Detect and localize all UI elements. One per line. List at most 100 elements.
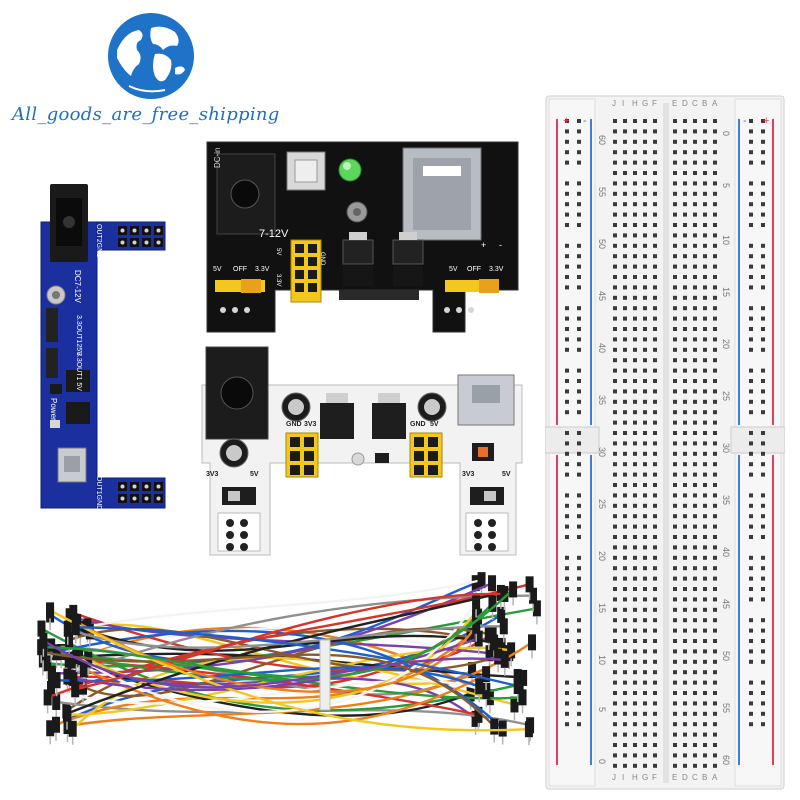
row-number: 10 xyxy=(597,655,607,666)
rail-hole xyxy=(749,618,753,623)
breadboard-hole xyxy=(713,535,717,539)
breadboard-hole xyxy=(613,503,617,508)
rail-hole xyxy=(761,701,765,706)
breadboard-hole xyxy=(613,327,617,331)
breadboard-hole xyxy=(693,670,697,675)
breadboard-hole xyxy=(633,732,637,737)
wire-connector xyxy=(43,655,52,672)
breadboard-hole xyxy=(623,358,627,363)
breadboard-hole xyxy=(623,129,627,134)
breadboard-hole xyxy=(613,462,617,467)
breadboard-hole xyxy=(683,181,687,186)
breadboard-hole xyxy=(643,139,647,144)
breadboard-hole xyxy=(673,649,677,654)
breadboard-hole xyxy=(703,670,707,675)
rail-minus-left-top: - xyxy=(583,115,587,127)
rail-hole xyxy=(565,264,569,269)
breadboard-hole xyxy=(673,597,677,602)
rail-hole xyxy=(749,129,753,134)
row-number: 25 xyxy=(721,391,731,402)
breadboard-hole xyxy=(643,119,647,123)
v5-right-label: 5V xyxy=(430,421,439,428)
breadboard-hole xyxy=(653,555,657,560)
rail-hole xyxy=(577,139,581,144)
breadboard-hole xyxy=(623,150,627,155)
breadboard-hole xyxy=(673,483,677,487)
breadboard-hole xyxy=(683,243,687,248)
breadboard-hole xyxy=(633,607,637,612)
breadboard-hole xyxy=(643,743,647,747)
breadboard-hole xyxy=(683,379,687,383)
breadboard-hole xyxy=(693,618,697,623)
breadboard-hole xyxy=(713,659,717,664)
wire-connector xyxy=(525,576,534,593)
breadboard-hole xyxy=(613,119,617,123)
breadboard-hole xyxy=(693,410,697,415)
rail-hole xyxy=(565,275,569,279)
breadboard-hole xyxy=(673,316,677,321)
rail-hole xyxy=(749,410,753,415)
breadboard-hole xyxy=(643,316,647,321)
breadboard-hole xyxy=(713,701,717,706)
watermark-text: All_goods_are_free_shipping xyxy=(12,104,280,125)
wire-connector xyxy=(499,618,508,635)
breadboard-hole xyxy=(643,483,647,487)
breadboard-hole xyxy=(713,275,717,279)
breadboard-hole xyxy=(623,472,627,477)
wire-connector xyxy=(477,572,486,589)
breadboard-hole xyxy=(623,202,627,207)
breadboard-hole xyxy=(693,597,697,602)
pin-3v3-label: 3.3V xyxy=(275,274,281,287)
wire-connector xyxy=(52,672,61,689)
breadboard-hole xyxy=(693,254,697,259)
breadboard-hole xyxy=(643,639,647,643)
breadboard-hole xyxy=(633,680,637,685)
breadboard-hole xyxy=(683,493,687,498)
breadboard-hole xyxy=(643,493,647,498)
breadboard-hole xyxy=(703,441,707,446)
rail-hole xyxy=(749,597,753,602)
rail-hole xyxy=(761,129,765,134)
row-number: 0 xyxy=(597,759,607,765)
breadboard-hole xyxy=(693,514,697,519)
breadboard-hole xyxy=(673,472,677,477)
breadboard-hole xyxy=(653,711,657,716)
breadboard-hole xyxy=(693,295,697,300)
rail-hole xyxy=(565,680,569,685)
rail-hole xyxy=(577,659,581,664)
breadboard-hole xyxy=(673,493,677,498)
rail-hole xyxy=(749,264,753,269)
breadboard-hole xyxy=(653,545,657,550)
breadboard-hole xyxy=(693,462,697,467)
breadboard-hole xyxy=(683,358,687,363)
column-letter: B xyxy=(702,99,708,108)
breadboard-hole xyxy=(653,576,657,581)
breadboard-hole xyxy=(683,753,687,758)
rail-hole xyxy=(749,150,753,155)
breadboard-hole xyxy=(693,483,697,487)
breadboard-hole xyxy=(713,389,717,394)
input-range-label: 7-12V xyxy=(259,228,289,240)
breadboard-hole xyxy=(683,649,687,654)
breadboard-hole xyxy=(643,701,647,706)
breadboard-hole xyxy=(623,431,627,435)
breadboard-hole xyxy=(713,316,717,321)
breadboard-hole xyxy=(633,160,637,165)
breadboard-hole xyxy=(683,763,687,768)
breadboard-hole xyxy=(703,732,707,737)
breadboard-hole xyxy=(693,285,697,290)
breadboard-hole xyxy=(643,212,647,217)
breadboard-hole xyxy=(703,659,707,664)
rail-hole xyxy=(577,368,581,373)
minus-label: - xyxy=(499,240,502,250)
breadboard-hole xyxy=(713,358,717,363)
breadboard-hole xyxy=(673,171,677,175)
breadboard-hole xyxy=(653,129,657,134)
row-number: 35 xyxy=(597,395,607,406)
breadboard-hole xyxy=(683,150,687,155)
wire-connector xyxy=(484,625,493,642)
breadboard-hole xyxy=(703,431,707,435)
breadboard-hole xyxy=(693,337,697,342)
breadboard-hole xyxy=(713,524,717,529)
row-number: 25 xyxy=(597,499,607,510)
